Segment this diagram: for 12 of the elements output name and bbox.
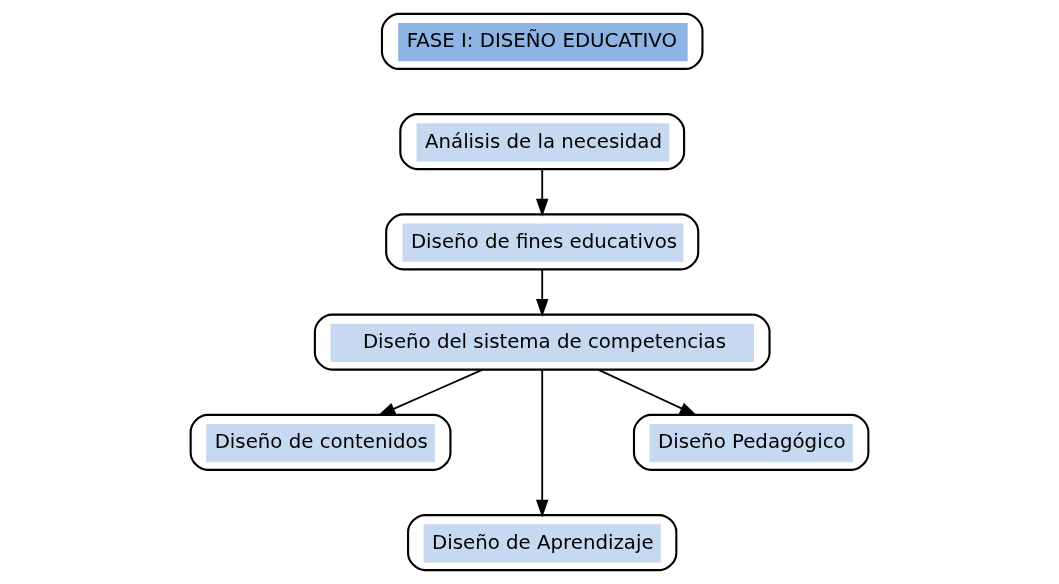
node-box: Diseño del sistema de competencias xyxy=(313,313,771,371)
node-box: Análisis de la necesidad xyxy=(399,113,686,171)
arrow xyxy=(377,368,484,416)
node-box: FASE I: DISEÑO EDUCATIVO xyxy=(380,12,704,70)
arrow xyxy=(597,368,698,416)
node-box: Diseño de contenidos xyxy=(189,413,452,471)
arrow xyxy=(535,368,549,518)
node-box: Diseño de fines educativos xyxy=(385,213,700,271)
node-box: Diseño Pedagógico xyxy=(632,413,870,471)
arrow xyxy=(535,168,549,217)
arrow xyxy=(535,268,549,317)
node-box: Diseño de Aprendizaje xyxy=(407,514,678,572)
